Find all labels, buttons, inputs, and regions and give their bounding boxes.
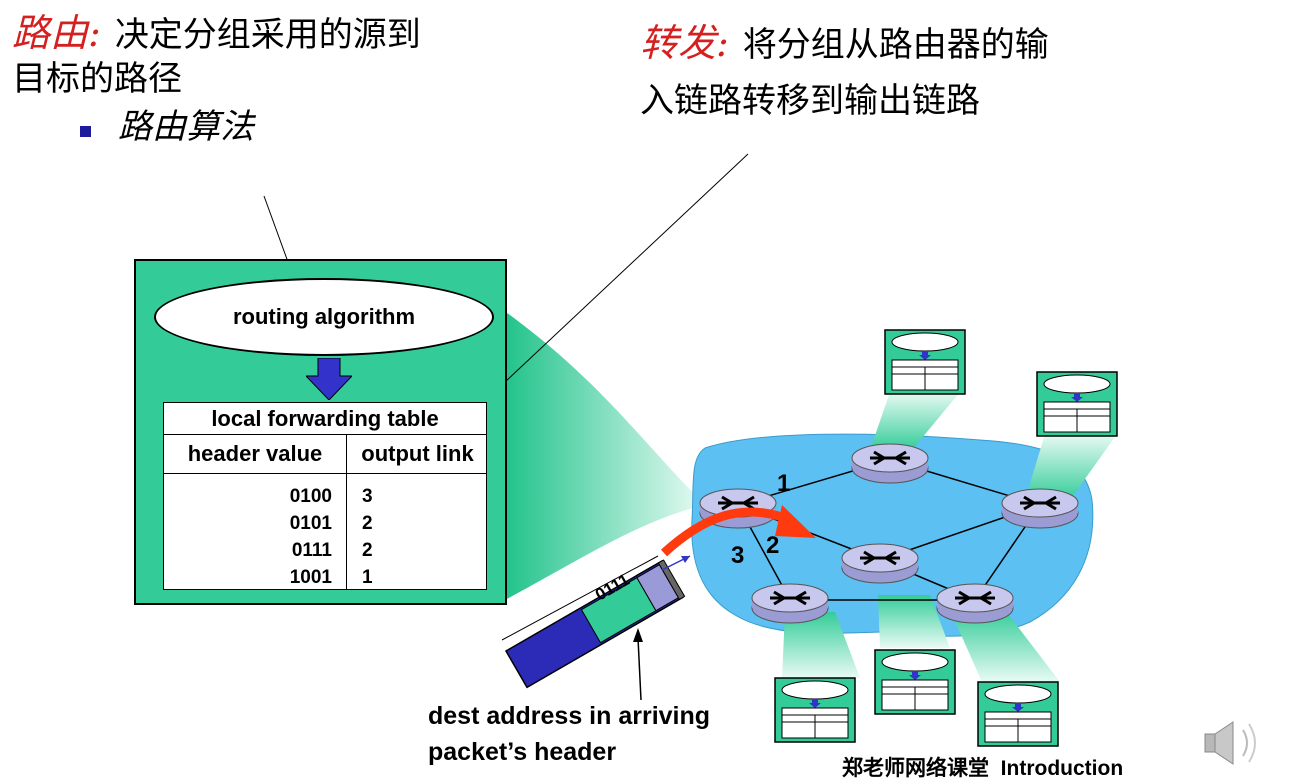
table-column-divider (346, 435, 347, 590)
forwarding-term: 转发: (640, 21, 729, 65)
col-header-link: output link (361, 441, 474, 466)
table-row-header: 0101 (289, 513, 332, 534)
table-row-header: 1001 (289, 567, 332, 588)
packet-caption-line2: packet’s header (428, 738, 617, 766)
link-label-3: 3 (731, 542, 745, 569)
forwarding-heading: 转发: 将分组从路由器的输 (640, 24, 1049, 64)
link-label-2: 2 (766, 532, 780, 559)
routing-term: 路由: (12, 11, 101, 55)
table-row-link: 3 (362, 486, 373, 507)
table-row-header: 0100 (289, 486, 332, 507)
footer-text: 郑老师网络课堂 Introduction (842, 757, 1124, 780)
local-forwarding-table: local forwarding table header value outp… (163, 402, 487, 590)
col-header-value: header value (187, 441, 323, 466)
table-row-link: 2 (362, 540, 373, 561)
routing-desc-line1: 决定分组采用的源到 (114, 15, 421, 55)
routing-algorithm-label: routing algorithm (232, 304, 416, 329)
packet-caption-line1: dest address in arriving (428, 702, 711, 730)
speaker-icon (1204, 721, 1256, 765)
table-row-link: 2 (362, 513, 373, 534)
bullet-icon (80, 122, 91, 141)
routing-heading: 路由: 决定分组采用的源到 (12, 14, 421, 54)
routing-desc-line2: 目标的路径 (12, 59, 182, 99)
table-divider (164, 473, 486, 474)
down-arrow-icon (306, 358, 352, 400)
routing-bullet-item: 路由算法 (118, 107, 254, 147)
link-label-1: 1 (777, 470, 791, 497)
table-row-link: 1 (362, 567, 373, 588)
forwarding-desc-line1: 将分组从路由器的输 (742, 25, 1049, 65)
table-title: local forwarding table (164, 403, 486, 435)
routing-algorithm-ellipse: routing algorithm (154, 278, 494, 356)
forwarding-desc-line2: 入链路转移到输出链路 (640, 81, 980, 121)
table-row-header: 0111 (291, 540, 332, 561)
